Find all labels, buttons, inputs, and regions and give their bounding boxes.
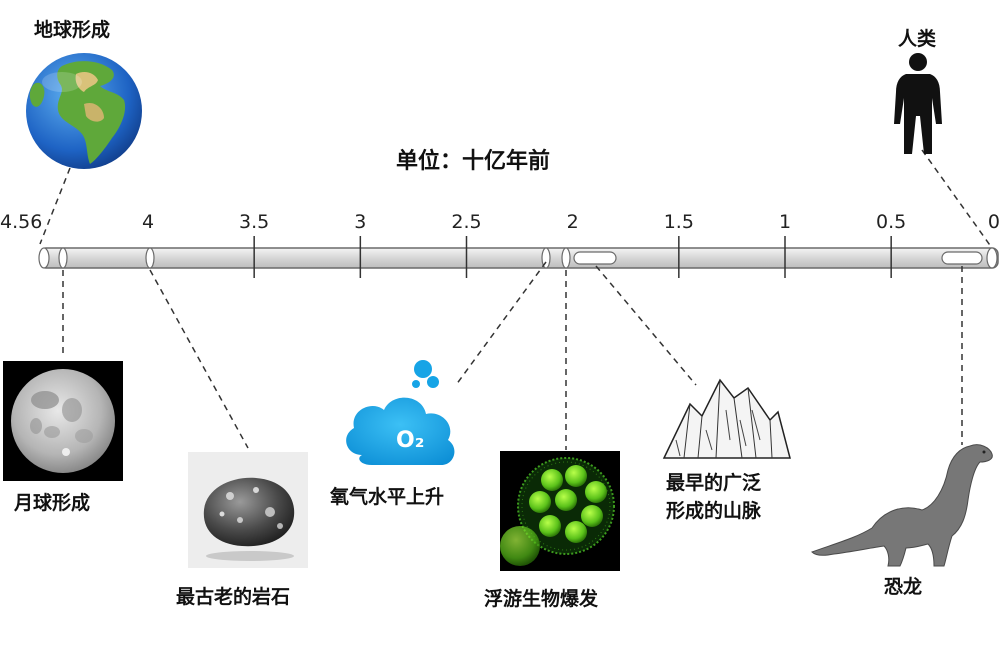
- oxygen-cloud-icon: [346, 360, 455, 466]
- mountains-label-line1: 最早的广泛: [666, 472, 762, 494]
- tick-label: 3.5: [239, 211, 269, 233]
- moon-photo-icon: [3, 361, 123, 481]
- connector-lines: [39, 149, 993, 450]
- earth-label: 地球形成: [34, 19, 111, 41]
- rock-photo-icon: [188, 452, 308, 568]
- human-silhouette-icon: [894, 53, 942, 154]
- tick-label: 1: [779, 211, 791, 233]
- timeline-ticks: 4.56 4 3.5 3 2.5 2 1.5 1 0.5 0: [0, 211, 1000, 278]
- unit-title: 单位：十亿年前: [396, 149, 551, 174]
- plankton-label: 浮游生物爆发: [484, 588, 599, 610]
- oldest-rock-label: 最古老的岩石: [176, 586, 291, 608]
- moon-label: 月球形成: [14, 492, 91, 514]
- tick-label: 0.5: [876, 211, 906, 233]
- dinosaur-icon: [811, 444, 993, 567]
- tick-label: 2.5: [451, 211, 481, 233]
- mountains-sketch-icon: [662, 378, 791, 459]
- tick-label: 2: [567, 211, 579, 233]
- plankton-photo-icon: [500, 451, 620, 571]
- mountains-connector: [595, 265, 697, 386]
- oxygen-cloud-text: O₂: [396, 428, 424, 453]
- tick-label: 3: [354, 211, 366, 233]
- earth-connector: [39, 167, 71, 245]
- human-label: 人类: [898, 28, 937, 50]
- tick-label: 4: [142, 211, 154, 233]
- tick-label: 1.5: [664, 211, 694, 233]
- mountains-label-line2: 形成的山脉: [666, 500, 762, 522]
- human-connector: [921, 149, 993, 249]
- earth-globe-icon: [26, 53, 142, 169]
- tick-label: 0: [988, 211, 1000, 233]
- rock-connector: [149, 269, 249, 449]
- dinosaur-label: 恐龙: [884, 576, 923, 598]
- oxygen-label: 氧气水平上升: [330, 486, 445, 508]
- tick-label: 4.56: [0, 211, 42, 233]
- timeline-bar: [38, 247, 999, 269]
- oxygen-connector: [455, 261, 547, 386]
